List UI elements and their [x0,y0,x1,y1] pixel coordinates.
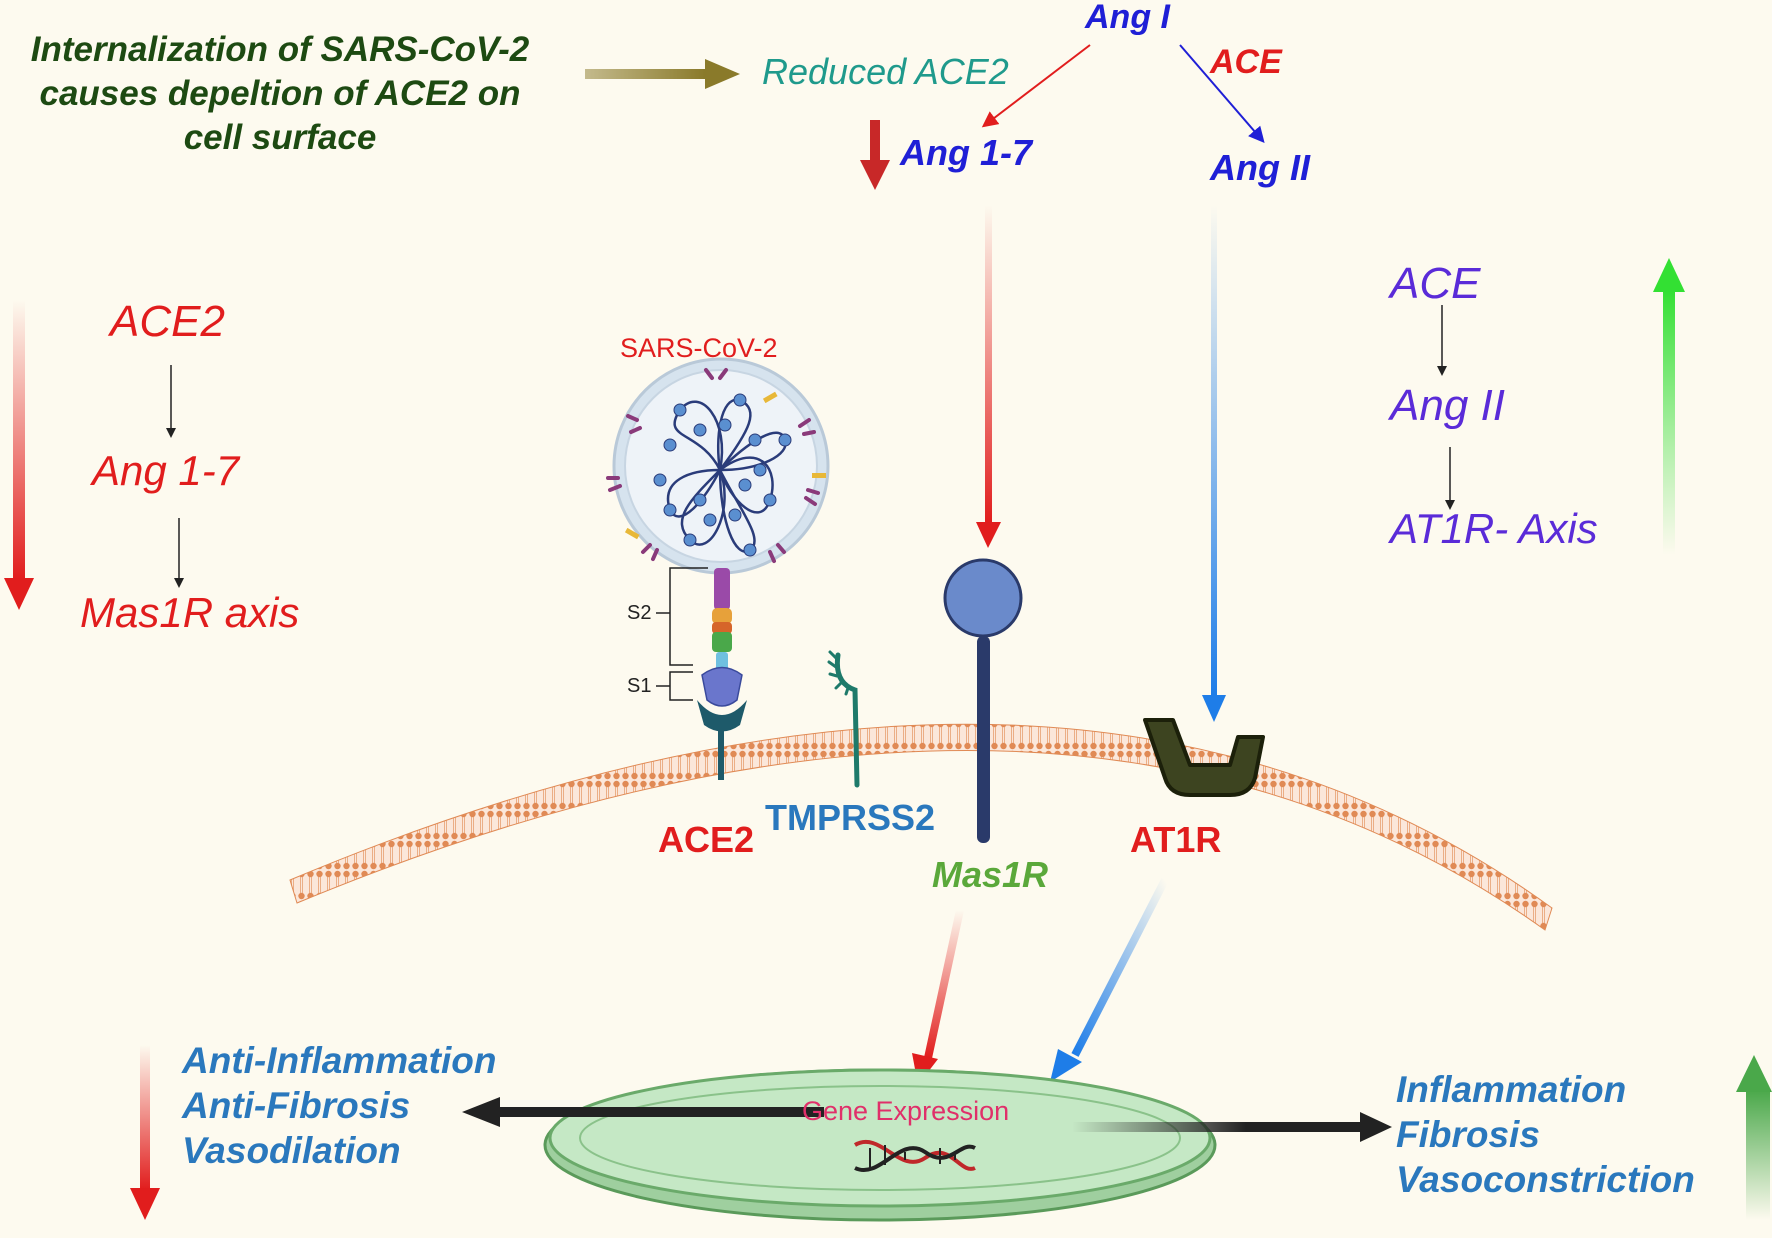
left-effect-arrow [462,1097,824,1127]
gene-expression-label: Gene Expression [802,1096,1010,1126]
effect-vasodilation: Vasodilation [182,1130,401,1171]
at1r-receptor [1143,718,1265,797]
effect-inflammation: Inflammation [1396,1069,1627,1110]
effect-anti-inflammation: Anti-Inflammation [182,1040,497,1081]
effect-anti-fibrosis: Anti-Fibrosis [182,1085,411,1126]
ang17-to-mas1r-arrow [976,205,1001,548]
ang-i-to-ang17-arrow [981,44,1091,128]
right-angii-label: Ang II [1390,381,1505,430]
effect-vasoconstriction: Vasoconstriction [1396,1159,1695,1200]
dna-icon [853,1140,976,1172]
spike-brackets [656,567,708,701]
olive-arrow [585,59,740,89]
ang-i-to-angii-arrow [1179,44,1265,144]
tmprss2-label: TMPRSS2 [765,797,936,838]
at1r-to-nucleus-arrow [1050,878,1169,1082]
internalization-line-2: causes depeltion of ACE2 on [39,74,521,113]
ang-1-7-top-label: Ang 1-7 [900,132,1033,173]
left-effects-list: Anti-Inflammation Anti-Fibrosis Vasodila… [182,1038,496,1173]
left-decrease-arrow [4,300,34,610]
right-effects-list: Inflammation Fibrosis Vasoconstriction [1396,1067,1695,1202]
anti-effects-decrease-arrow [130,1045,160,1220]
mas1r-label: Mas1R [932,854,1049,895]
s1-label: S1 [627,675,652,697]
internalization-line-1: Internalization of SARS-CoV-2 [30,30,530,69]
ang-ii-top-label: Ang II [1210,147,1310,188]
ang-i-label: Ang I [1085,0,1170,36]
s2-label: S2 [627,602,652,624]
effect-fibrosis: Fibrosis [1396,1114,1540,1155]
ace2-receptor-complex [697,568,747,780]
left-ang17-label: Ang 1-7 [92,447,240,494]
internalization-text: Internalization of SARS-CoV-2 causes dep… [0,28,560,160]
mas1r-receptor [943,558,1023,843]
virus-label: SARS-CoV-2 [620,333,778,363]
left-ace2-label: ACE2 [110,297,225,346]
right-effect-arrow [1072,1112,1392,1142]
reduced-ace2-label: Reduced ACE2 [762,51,1009,92]
ang17-decrease-arrow [860,120,890,190]
right-at1r-axis-label: AT1R- Axis [1390,505,1598,552]
right-ace-label: ACE [1390,259,1481,308]
ace-enzyme-label: ACE [1210,43,1282,81]
angii-to-at1r-arrow [1202,205,1226,722]
right-chain-arrows [1437,305,1455,510]
ace2-membrane-label: ACE2 [658,819,755,860]
virus-particle [606,357,830,575]
internalization-line-3: cell surface [183,118,377,157]
at1r-label: AT1R [1130,819,1222,860]
effects-increase-arrow [1736,1055,1772,1220]
right-increase-arrow [1653,258,1685,555]
mas1r-to-nucleus-arrow [912,909,964,1085]
left-chain-arrows [166,365,184,588]
nucleus [543,1068,1217,1222]
tmprss2-protein [827,650,860,788]
left-mas1r-axis-label: Mas1R axis [80,589,300,636]
